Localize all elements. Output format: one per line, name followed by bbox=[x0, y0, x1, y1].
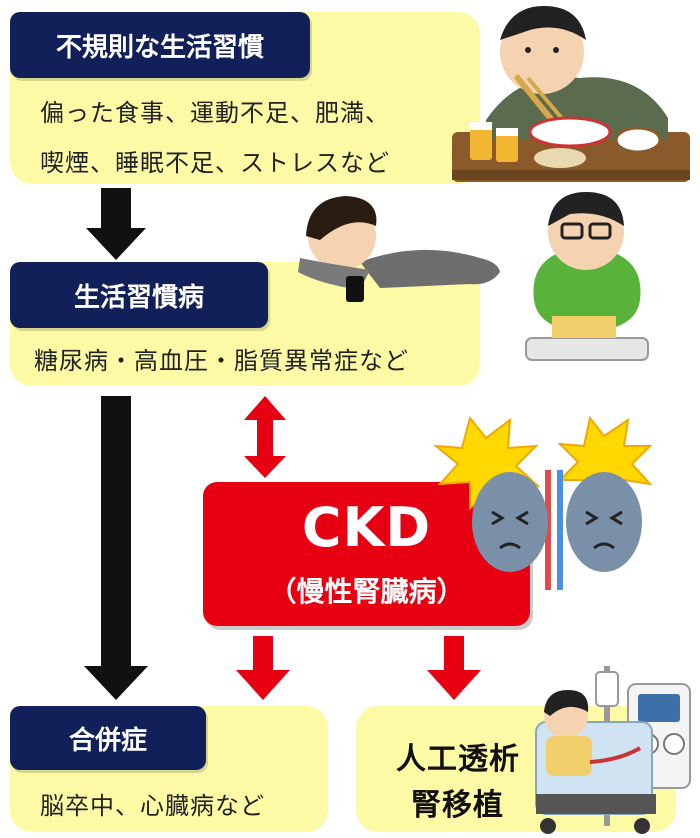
lifestyle-line-1: 偏った食事、運動不足、肥満、 bbox=[40, 99, 390, 127]
lifestyle-line-2: 喫煙、睡眠不足、ストレスなど bbox=[40, 149, 390, 177]
lifestyle-title: 不規則な生活習慣 bbox=[10, 12, 310, 78]
lifestyle-disease-line: 糖尿病・高血圧・脂質異常症など bbox=[34, 347, 409, 375]
complications-line: 脳卒中、心臓病など bbox=[40, 792, 265, 820]
ckd-title: CKD bbox=[301, 496, 432, 559]
eating-man-illustration bbox=[452, 6, 690, 182]
treatment-transplant: 腎移植 bbox=[411, 788, 504, 823]
arrow-down-red-2 bbox=[427, 636, 481, 700]
treatment-dialysis: 人工透析 bbox=[396, 742, 520, 777]
arrow-down-black-1 bbox=[86, 188, 146, 260]
overweight-man-on-scale-illustration bbox=[525, 192, 649, 361]
ckd-subtitle: （慢性腎臓病） bbox=[268, 575, 465, 608]
lifestyle-disease-title: 生活習慣病 bbox=[10, 262, 268, 328]
arrow-down-black-2 bbox=[84, 396, 148, 700]
arrow-double-red bbox=[244, 396, 286, 478]
lying-person-illustration bbox=[298, 196, 500, 302]
sick-kidneys-illustration bbox=[432, 415, 653, 590]
complications-title: 合併症 bbox=[10, 706, 206, 770]
arrow-down-red-1 bbox=[236, 636, 290, 700]
dialysis-patient-illustration bbox=[535, 666, 691, 834]
ckd-box: CKD （慢性腎臓病） bbox=[203, 482, 530, 626]
